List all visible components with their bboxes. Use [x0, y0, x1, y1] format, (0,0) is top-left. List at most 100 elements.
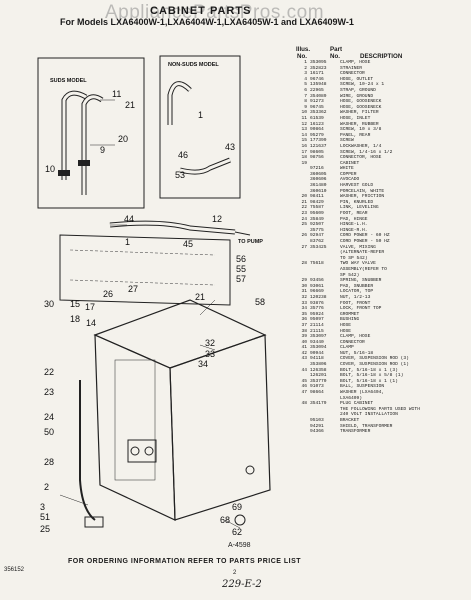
rear-panel	[59, 234, 231, 306]
callout: 56	[236, 254, 246, 264]
part-number: 90864	[310, 127, 324, 133]
part-number-illus: 45	[301, 378, 307, 384]
part-description: COVER, SUSPENSION ROD (3)	[340, 356, 409, 362]
document-number: 356152	[4, 567, 25, 573]
callout: 14	[86, 318, 96, 328]
part-description: PORCELAIN, WHITE	[340, 188, 385, 194]
callout: 30	[44, 299, 54, 309]
part-number-illus: 7	[304, 93, 307, 99]
part-number: 22965	[310, 87, 324, 93]
part-description: HINGE-R.H.	[340, 227, 368, 233]
part-description: LOCATOR, TOP	[340, 289, 374, 295]
part-row: THE FOLLOWING PARTS USED WITH	[296, 407, 471, 413]
part-number: 353806	[310, 362, 327, 368]
part-description: CABINET	[340, 160, 360, 166]
part-number: 21114	[310, 322, 324, 328]
part-number-illus: 19	[301, 160, 307, 166]
model-list: For Models LXA6400W-1,LXA6404W-1,LXA6405…	[60, 17, 354, 27]
part-number: 360605	[310, 171, 327, 177]
cabinet-top	[93, 299, 267, 369]
part-number-illus: 47	[301, 390, 307, 396]
part-description: SHIELD, TRANSFORMER	[340, 423, 393, 429]
part-description: FOOT, FRONT	[340, 300, 371, 306]
part-number: 98664	[310, 390, 324, 396]
part-number-illus: 33	[301, 300, 307, 306]
callout: 25	[40, 524, 50, 534]
part-number-illus: 39	[301, 334, 307, 340]
callout: 46	[178, 150, 188, 160]
part-number: 90944	[310, 350, 324, 356]
part-number: 353095	[310, 60, 327, 65]
part-number-illus: 21	[301, 199, 307, 205]
part-number: 353362	[310, 110, 327, 116]
hose-clamp	[58, 170, 70, 176]
part-number: 16171	[310, 71, 324, 77]
mixing-valve	[127, 439, 157, 463]
part-description: STRAINER	[340, 65, 363, 71]
part-number: 92947	[310, 233, 324, 239]
part-description: STRAP, GROUND	[340, 87, 376, 93]
part-description: BALL, SUSPENSION	[340, 384, 385, 390]
part-number-illus: 4	[304, 76, 307, 82]
part-description: PAD, SNUBBER	[340, 283, 374, 289]
part-number: 135948	[310, 82, 327, 88]
part-description: LOCK, FRONT TOP	[340, 306, 382, 312]
callout: 58	[255, 297, 265, 307]
header-part-no: No.	[330, 53, 340, 60]
part-description: NUT, 1/2-13	[340, 294, 371, 300]
part-number-illus: 23	[301, 211, 307, 217]
part-number-illus: 29	[301, 278, 307, 284]
part-number: 353094	[310, 345, 327, 351]
part-number-illus: 44	[301, 367, 307, 373]
part-description: CONNECTOR	[340, 71, 365, 77]
part-number-illus: 37	[301, 322, 307, 328]
part-number: 94366	[310, 429, 324, 435]
part-number: 92507	[310, 222, 324, 228]
callout: 23	[44, 387, 54, 397]
part-description: BUSHING	[340, 317, 360, 323]
part-number-illus: 35	[301, 311, 307, 317]
part-description: TO SP 542)	[340, 255, 368, 261]
part-description: BOLT, 5/16-18 x 5/8 (1)	[340, 373, 404, 379]
part-number-illus: 24	[301, 216, 307, 222]
cabinet-side	[169, 334, 271, 521]
part-description: WASHER, FRICTION	[340, 194, 385, 200]
part-description: PANEL, REAR	[340, 132, 371, 138]
part-number-illus: 15	[301, 138, 307, 144]
callout: 43	[225, 142, 235, 152]
part-description: HOSE, GOOSENECK	[340, 104, 382, 110]
suds-model-box	[37, 57, 145, 209]
part-number: 91073	[310, 384, 324, 390]
part-description: CLAMP, HOSE	[340, 60, 371, 65]
part-number: 95924	[310, 311, 324, 317]
part-row: 19 CABINET	[296, 161, 471, 167]
callout: 34	[198, 359, 208, 369]
part-number-illus: 36	[301, 317, 307, 323]
callout: 44	[124, 214, 134, 224]
part-description: BOLT, 5/16-18 x 1 (3)	[340, 367, 398, 373]
to-pump-label: TO PUMP	[238, 239, 263, 245]
